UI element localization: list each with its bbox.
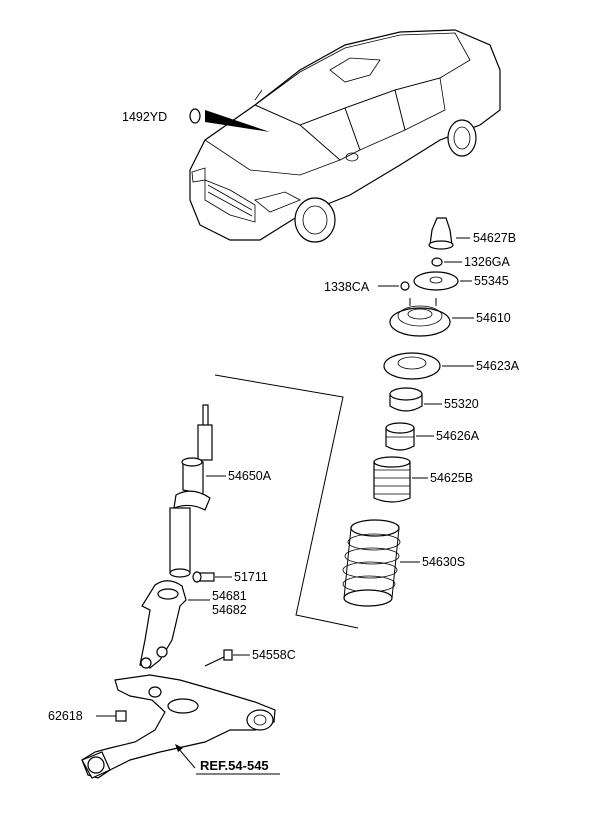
label-54650a: 54650A [228,469,272,483]
strut-mount-part [389,298,451,337]
label-1492yd: 1492YD [122,110,167,124]
label-54558c: 54558C [252,648,296,662]
strut-part [169,404,213,578]
label-reference: REF.54-545 [200,758,269,773]
label-1326ga: 1326GA [464,255,511,269]
bumper-stop-part [385,422,415,451]
bearing-part [389,387,423,412]
label-54681: 54681 [212,589,247,603]
label-55320: 55320 [444,397,479,411]
insulator-plate-part [413,271,459,291]
bump-cap-part [428,217,454,250]
lower-control-arm-part [81,674,276,779]
label-1338ca: 1338CA [324,280,370,294]
label-55345: 55345 [474,274,509,288]
bolt-51711-part [192,571,215,583]
nut-1338ca [400,281,410,291]
bolt-54558c-part [204,649,233,667]
label-54626a: 54626A [436,429,480,443]
car-illustration [189,29,501,243]
label-54610: 54610 [476,311,511,325]
knuckle-bracket-part [139,580,187,669]
label-54627b: 54627B [473,231,516,245]
dust-cover-part [373,456,411,503]
label-62618: 62618 [48,709,83,723]
label-51711: 51711 [234,570,268,584]
assembly-bracket [214,374,359,629]
nut-1326ga [431,257,443,267]
label-54625b: 54625B [430,471,473,485]
nut-62618 [115,710,127,722]
label-54682: 54682 [212,603,247,617]
label-54623a: 54623A [476,359,520,373]
spring-pad-part [383,352,441,380]
coil-spring-part [342,519,401,607]
label-54630s: 54630S [422,555,465,569]
